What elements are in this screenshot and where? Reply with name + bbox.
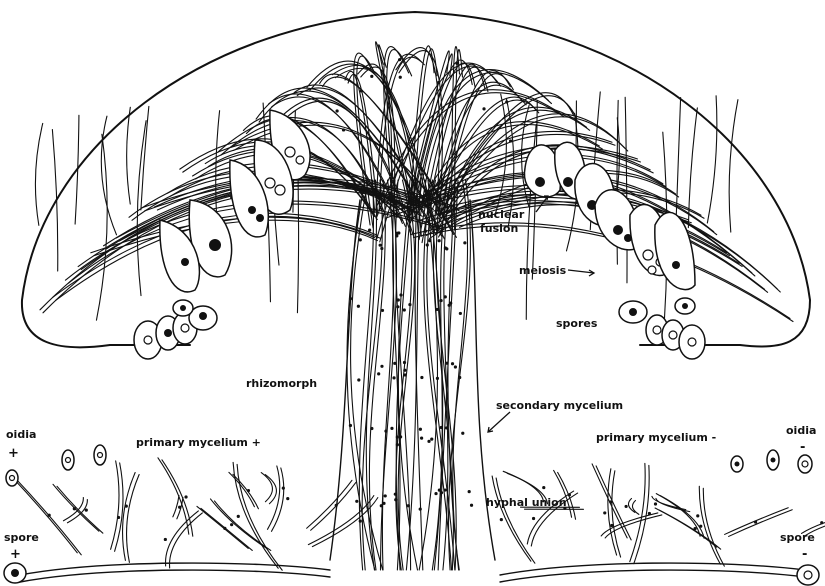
spores-left — [134, 300, 217, 359]
primary-mycelium-left — [11, 458, 378, 582]
label-oidia-left: oidia — [6, 428, 36, 441]
label-primary-mycelium-left: primary mycelium + — [136, 436, 261, 449]
mushroom-cap — [22, 12, 810, 347]
label-nuclear: nuclear — [478, 208, 525, 221]
label-oidia-right-sign: - — [800, 440, 805, 455]
label-fusion: fusion — [480, 222, 518, 235]
label-primary-mycelium-right: primary mycelium - — [596, 431, 716, 444]
diagram-labels: nuclear fusion meiosis spores rhizomorph… — [4, 208, 816, 562]
rhizomorph-stipe — [330, 180, 495, 570]
label-secondary-mycelium: secondary mycelium — [496, 399, 623, 412]
label-rhizomorph: rhizomorph — [246, 377, 317, 390]
label-hyphal-union: hyphal union — [486, 496, 567, 509]
spore-right-cell — [797, 565, 819, 585]
label-spore-right-sign: - — [802, 547, 807, 562]
primary-mycelium-right — [492, 463, 825, 582]
basidia-left — [160, 110, 310, 292]
oidia-left-cells — [6, 445, 106, 486]
label-spores: spores — [556, 317, 598, 330]
spores-right — [619, 298, 705, 359]
label-oidia-right: oidia — [786, 424, 816, 437]
label-spore-right: spore — [780, 531, 815, 544]
label-oidia-left-sign: + — [8, 446, 19, 461]
label-spore-left: spore — [4, 531, 39, 544]
spore-left-cell — [4, 563, 26, 583]
label-meiosis: meiosis — [519, 264, 567, 277]
label-spore-left-sign: + — [10, 547, 21, 562]
